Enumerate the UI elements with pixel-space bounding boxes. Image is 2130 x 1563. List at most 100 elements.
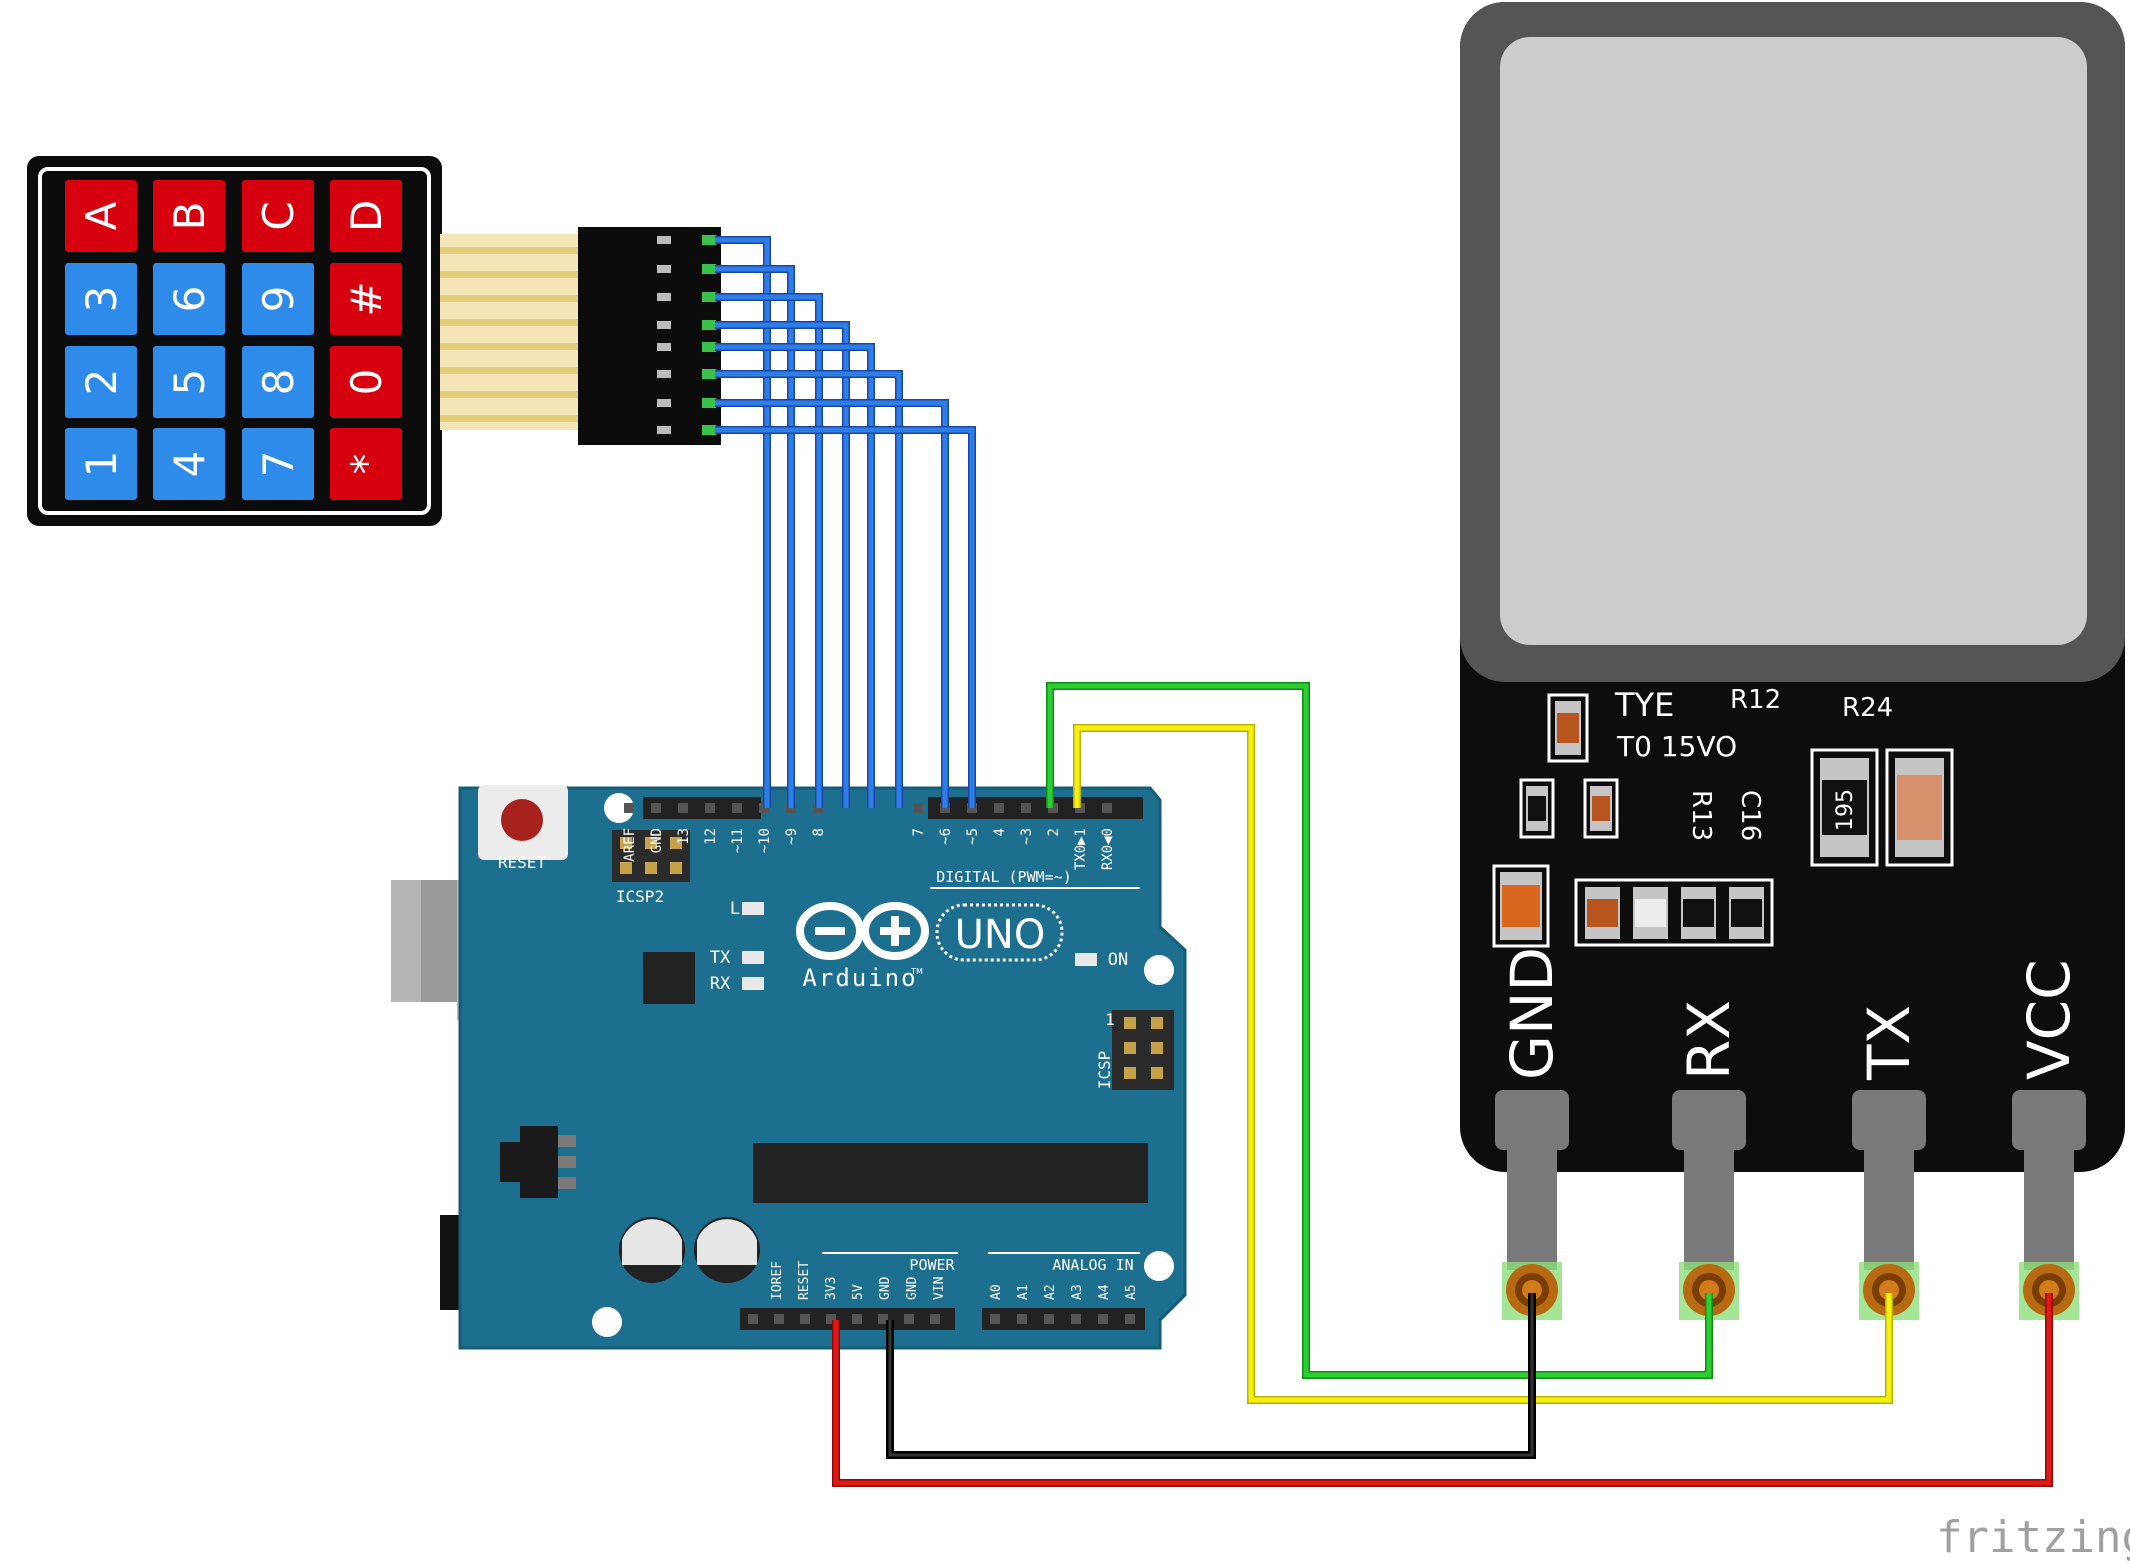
wire-blue-outline <box>715 399 949 808</box>
keypad-key[interactable]: 6 <box>153 263 225 335</box>
sensor-text-1: TYE <box>1614 686 1674 724</box>
pin-label: IOREF <box>770 1261 785 1300</box>
power-label: POWER <box>909 1256 955 1274</box>
connector-pin-end <box>702 264 716 274</box>
connector-pin <box>657 370 671 378</box>
sensor-pin <box>1672 1090 1746 1320</box>
pin-label: 4 <box>992 828 1008 836</box>
keypad-key-label: 7 <box>254 451 303 478</box>
header-pin <box>732 803 742 813</box>
keypad-key-label: 2 <box>77 369 126 396</box>
fritzing-watermark: fritzing <box>1936 1512 2130 1563</box>
icsp-pin <box>1124 1042 1136 1054</box>
header-pin <box>994 803 1004 813</box>
pin-label: 5V <box>851 1284 866 1300</box>
header-pin <box>705 803 715 813</box>
pin-label: GND <box>905 1276 920 1300</box>
top-header-right <box>928 797 1143 819</box>
keypad-key[interactable]: * <box>330 428 402 500</box>
power-header <box>740 1308 955 1330</box>
header-pin <box>774 1314 784 1324</box>
keypad-key-label: 9 <box>254 286 303 313</box>
sensor-pin <box>1852 1090 1926 1320</box>
pin-label: AREF <box>622 828 638 862</box>
pin-label: TX0▶1 <box>1073 828 1089 870</box>
keypad-key[interactable]: 1 <box>65 428 137 500</box>
connector-pin-end <box>702 235 716 245</box>
keypad-key[interactable]: B <box>153 180 225 252</box>
mounting-hole <box>1144 955 1174 985</box>
led-on <box>1075 953 1097 966</box>
header-pin <box>678 803 688 813</box>
sensor-text-2: T0 15VO <box>1616 730 1737 763</box>
connector-pin <box>657 321 671 329</box>
icsp2-label: ICSP2 <box>616 887 664 906</box>
pin-label: ~9 <box>784 828 800 845</box>
wire-blue <box>715 344 874 808</box>
wire-green <box>1047 683 1712 1378</box>
arduino-brand: Arduino <box>802 964 917 992</box>
pin-label: ~11 <box>730 828 746 853</box>
keypad-key[interactable]: 3 <box>65 263 137 335</box>
icsp-pin <box>1151 1067 1163 1079</box>
sensor-pin <box>1495 1090 1569 1320</box>
pin-label: RESET <box>797 1261 812 1300</box>
connector-pin-end <box>702 369 716 379</box>
icsp-pin <box>1124 1067 1136 1079</box>
sensor-pin-label: RX <box>1675 1000 1743 1080</box>
keypad-key-label: * <box>342 454 391 475</box>
keypad-key[interactable]: 7 <box>242 428 314 500</box>
pin-label: 8 <box>811 828 827 836</box>
pin-label: A4 <box>1097 1284 1112 1300</box>
icsp2-header <box>612 830 690 882</box>
header-pin <box>990 1314 1000 1324</box>
wire-red <box>833 1293 2052 1486</box>
pin-label: 3V3 <box>824 1277 839 1300</box>
keypad-key[interactable]: 0 <box>330 346 402 418</box>
mounting-hole <box>1144 1251 1174 1281</box>
connector-pin <box>657 236 671 244</box>
keypad-key[interactable]: 9 <box>242 263 314 335</box>
led-tx <box>742 951 764 964</box>
keypad-key[interactable]: A <box>65 180 137 252</box>
wire-yellow <box>1074 725 1892 1403</box>
analog-header <box>982 1308 1145 1330</box>
sensor-components <box>1492 693 1954 948</box>
header-pin <box>800 1314 810 1324</box>
keypad-key-label: 4 <box>165 451 214 478</box>
icsp-header <box>1112 1010 1174 1090</box>
connector-pin-end <box>702 342 716 352</box>
arduino-logo: UNO Arduino TM <box>796 902 1064 992</box>
connector-pin-end <box>702 292 716 302</box>
keypad-key[interactable]: 8 <box>242 346 314 418</box>
wire-blue <box>715 237 770 808</box>
capacitors <box>619 1217 760 1283</box>
keypad-key-label: C <box>254 201 303 230</box>
header-pin <box>1098 1314 1108 1324</box>
connector-pin-end <box>702 320 716 330</box>
top-header-left <box>643 797 761 819</box>
pin-label: ~10 <box>757 828 773 853</box>
keypad-key[interactable]: 5 <box>153 346 225 418</box>
keypad-key[interactable]: C <box>242 180 314 252</box>
sensor-pin-label: GND <box>1498 947 1566 1080</box>
connector-pin <box>657 343 671 351</box>
keypad-wires <box>715 236 976 808</box>
keypad-key[interactable]: 4 <box>153 428 225 500</box>
keypad-key-label: 6 <box>165 286 214 313</box>
keypad-key-label: # <box>342 281 391 316</box>
reset-label: RESET <box>498 853 547 872</box>
pin-label: A1 <box>1016 1284 1031 1300</box>
reset-button-cap[interactable] <box>501 799 543 841</box>
mounting-hole <box>604 793 634 823</box>
keypad-connector <box>578 227 721 445</box>
header-pin <box>826 1314 836 1324</box>
keypad-key[interactable]: # <box>330 263 402 335</box>
icsp-pin1: 1 <box>1105 1010 1115 1029</box>
keypad-key[interactable]: 2 <box>65 346 137 418</box>
keypad-key[interactable]: D <box>330 180 402 252</box>
wire-blue <box>715 371 902 808</box>
connector-pin <box>657 399 671 407</box>
